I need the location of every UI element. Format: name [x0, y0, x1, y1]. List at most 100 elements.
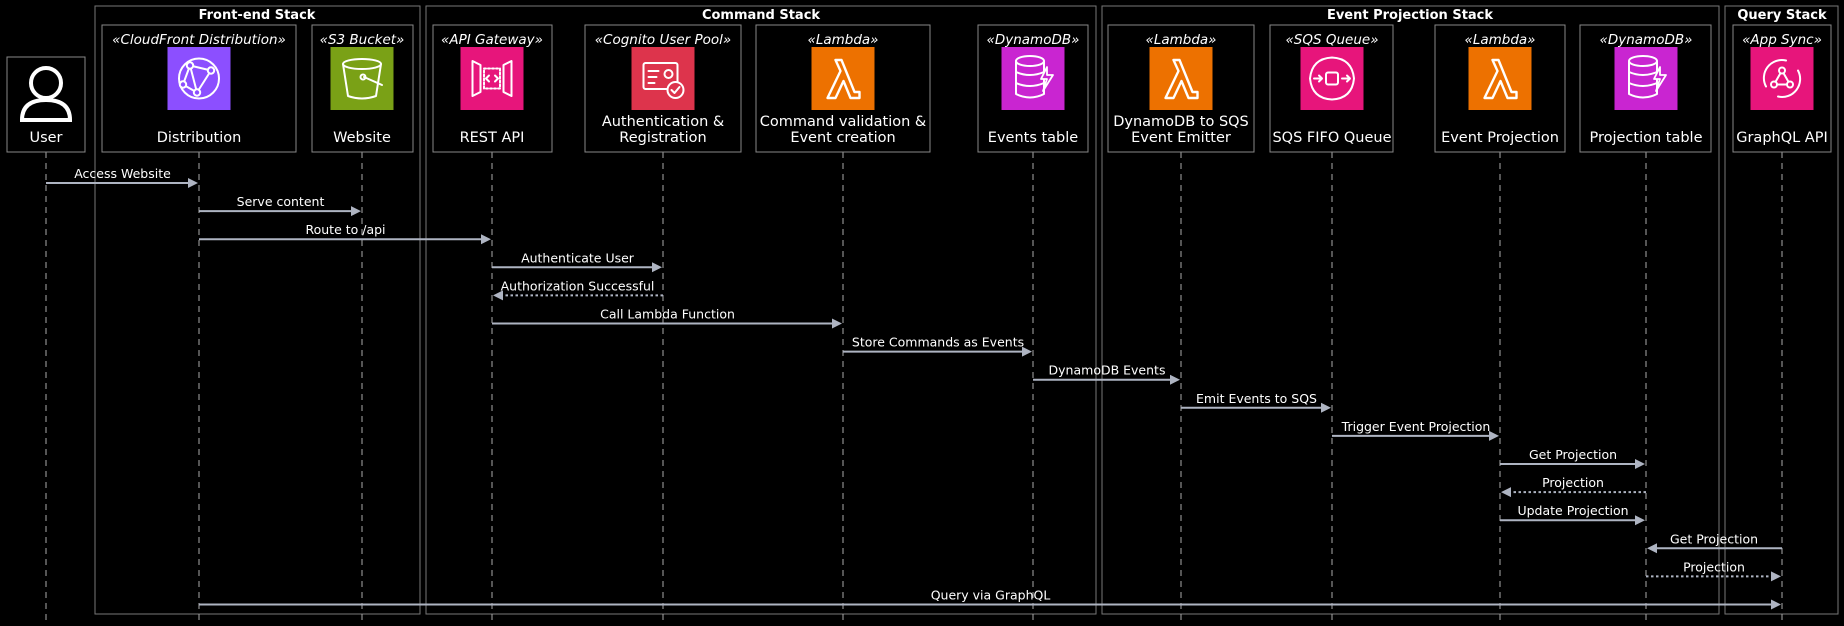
group-title: Command Stack [702, 8, 820, 23]
arrowhead-icon [652, 262, 662, 273]
participant-box [584, 24, 742, 153]
participant-projlambda: «Lambda» Event Projection [1434, 24, 1566, 153]
arrowhead-icon [188, 178, 198, 188]
participant-label: REST API [460, 130, 525, 146]
group-frame [1101, 5, 1720, 615]
group-title: Event Projection Stack [1327, 8, 1493, 23]
message-label: Route to /api [305, 222, 385, 237]
arrowhead-icon [481, 234, 491, 245]
message-arrow: Authenticate User [492, 250, 662, 273]
api-gateway-icon [460, 47, 524, 110]
participant-label: Event Emitter [1131, 130, 1231, 146]
message-label: Projection [1683, 559, 1745, 574]
participant-box [977, 24, 1089, 153]
message-label: Call Lambda Function [600, 307, 735, 322]
participant-stereotype: «API Gateway» [441, 32, 543, 48]
participant-box [101, 24, 297, 153]
participant-box [1434, 24, 1566, 153]
participant-cognito: «Cognito User Pool»Authentication &Regis… [584, 24, 742, 153]
arrowhead-icon [1635, 515, 1645, 526]
dynamodb-icon [1614, 47, 1678, 110]
participant-label: Event creation [790, 130, 895, 146]
message-arrow: Trigger Event Projection [1332, 419, 1499, 441]
message-label: Trigger Event Projection [1341, 419, 1491, 434]
lifelines [45, 152, 1783, 622]
participant-box [1107, 24, 1255, 153]
message-label: Update Projection [1517, 503, 1628, 518]
group-frame [94, 5, 421, 615]
participant-box [1269, 24, 1394, 153]
message-label: Serve content [237, 194, 325, 209]
participant-box [432, 24, 553, 153]
message-arrow: Emit Events to SQS [1181, 391, 1331, 413]
arrowhead-icon [1501, 487, 1511, 498]
sqs-icon [1300, 47, 1364, 110]
participant-stereotype: «S3 Bucket» [320, 32, 405, 48]
message-arrow: Serve content [199, 194, 361, 217]
participant-stereotype: «Lambda» [807, 32, 878, 48]
group-projection: Event Projection Stack [1101, 5, 1720, 615]
arrowhead-icon [351, 206, 361, 217]
arrowhead-icon [1489, 430, 1499, 441]
message-label: Get Projection [1670, 531, 1758, 546]
participant-label: GraphQL API [1736, 130, 1828, 146]
arrowhead-icon [1771, 571, 1781, 582]
participant-box [755, 24, 931, 153]
participant-label: Command validation & [760, 114, 926, 130]
arrowhead-icon [832, 318, 842, 329]
participant-eventsdb: «DynamoDB» Events table [977, 24, 1089, 153]
group-command: Command Stack [425, 5, 1097, 615]
user-icon [19, 66, 73, 122]
participant-label: User [29, 130, 62, 146]
message-arrow: Projection [1501, 475, 1646, 498]
appsync-icon [1750, 47, 1814, 110]
participant-label: Registration [619, 130, 706, 146]
lambda-icon [1149, 47, 1213, 110]
participant-sqs: «SQS Queue» SQS FIFO Queue [1269, 24, 1394, 153]
participant-label: Distribution [157, 130, 242, 146]
group-frame [425, 5, 1097, 615]
message-arrow: Access Website [46, 166, 198, 188]
message-arrow: DynamoDB Events [1033, 363, 1180, 385]
participant-box [311, 24, 414, 153]
group-title: Query Stack [1737, 8, 1827, 23]
participant-stereotype: «DynamoDB» [987, 32, 1080, 48]
participant-stereotype: «Lambda» [1145, 32, 1216, 48]
participant-label: SQS FIFO Queue [1272, 130, 1391, 146]
participant-label: Projection table [1589, 130, 1702, 146]
message-arrow: Update Projection [1500, 503, 1645, 526]
message-arrow: Projection [1646, 559, 1781, 582]
participant-cmdlambda: «Lambda» Command validation &Event creati… [755, 24, 931, 153]
participants: User«CloudFront Distribution»Distributio… [6, 24, 1832, 153]
participant-label: DynamoDB to SQS [1113, 114, 1249, 130]
s3-bucket-icon [330, 47, 394, 110]
message-label: Query via GraphQL [931, 588, 1051, 603]
arrowhead-icon [1170, 374, 1180, 385]
participant-label: Events table [988, 130, 1079, 146]
cognito-icon [631, 47, 695, 110]
participant-stereotype: «Cognito User Pool» [595, 32, 732, 48]
group-frontend: Front-end Stack [94, 5, 421, 615]
participant-stereotype: «Lambda» [1464, 32, 1535, 48]
message-label: Authenticate User [521, 250, 635, 265]
participant-stereotype: «SQS Queue» [1285, 32, 1378, 48]
message-arrow: Route to /api [199, 222, 491, 245]
arrowhead-icon [1022, 346, 1032, 357]
arrowhead-icon [1321, 402, 1331, 413]
cloudfront-icon [167, 47, 231, 110]
arrowhead-icon [1635, 459, 1645, 469]
lambda-icon [1468, 47, 1532, 110]
participant-label: Event Projection [1441, 130, 1559, 146]
message-arrow: Authorization Successful [493, 278, 663, 301]
participant-projdb: «DynamoDB» Projection table [1579, 24, 1712, 153]
message-label: Store Commands as Events [852, 335, 1024, 350]
participant-stereotype: «DynamoDB» [1600, 32, 1693, 48]
arrowhead-icon [1771, 599, 1781, 610]
participant-box [6, 56, 86, 153]
participant-box [1579, 24, 1712, 153]
message-arrow: Store Commands as Events [843, 335, 1032, 357]
message-label: Get Projection [1529, 447, 1617, 462]
message-arrow: Get Projection [1500, 447, 1645, 469]
